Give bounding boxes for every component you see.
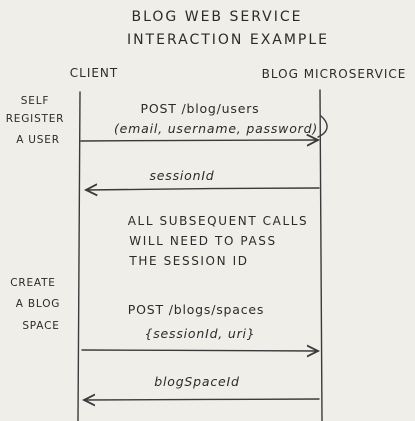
- service-lifeline: [319, 89, 323, 421]
- create-side-label-2: A BLOG: [16, 298, 60, 310]
- client-participant-label: CLIENT: [70, 66, 119, 80]
- register-request-arrow: [80, 140, 318, 141]
- diagram-title-line-1: BLOG WEB SERVICE: [132, 9, 303, 25]
- create-request-line-1: POST /blogs/spaces: [128, 302, 264, 317]
- session-response-arrow: [86, 188, 320, 190]
- register-side-label-2: REGISTER: [6, 113, 65, 125]
- space-response-label: blogSpaceId: [154, 374, 240, 389]
- create-side-label-1: CREATE: [10, 277, 55, 289]
- note-line-3: THE SESSION ID: [128, 254, 248, 268]
- session-response-label: sessionId: [149, 168, 214, 183]
- note-line-2: WILL NEED TO PASS: [129, 234, 277, 248]
- register-side-label-3: A USER: [16, 134, 60, 146]
- space-response-arrow: [84, 399, 320, 400]
- diagram-title-line-2: INTERACTION EXAMPLE: [127, 32, 329, 48]
- create-request-arrow: [81, 350, 318, 351]
- register-request-paren-mark: [317, 115, 328, 138]
- note-line-1: ALL SUBSEQUENT CALLS: [128, 214, 309, 228]
- service-participant-label: BLOG MICROSERVICE: [262, 67, 407, 81]
- create-side-label-3: SPACE: [22, 320, 59, 332]
- create-request-line-2: {sessionId, uri}: [144, 326, 255, 341]
- register-request-line-1: POST /blog/users: [141, 101, 260, 116]
- register-side-label-1: SELF: [21, 95, 49, 107]
- register-request-line-2: (email, username, password): [114, 121, 318, 136]
- client-lifeline: [77, 91, 81, 421]
